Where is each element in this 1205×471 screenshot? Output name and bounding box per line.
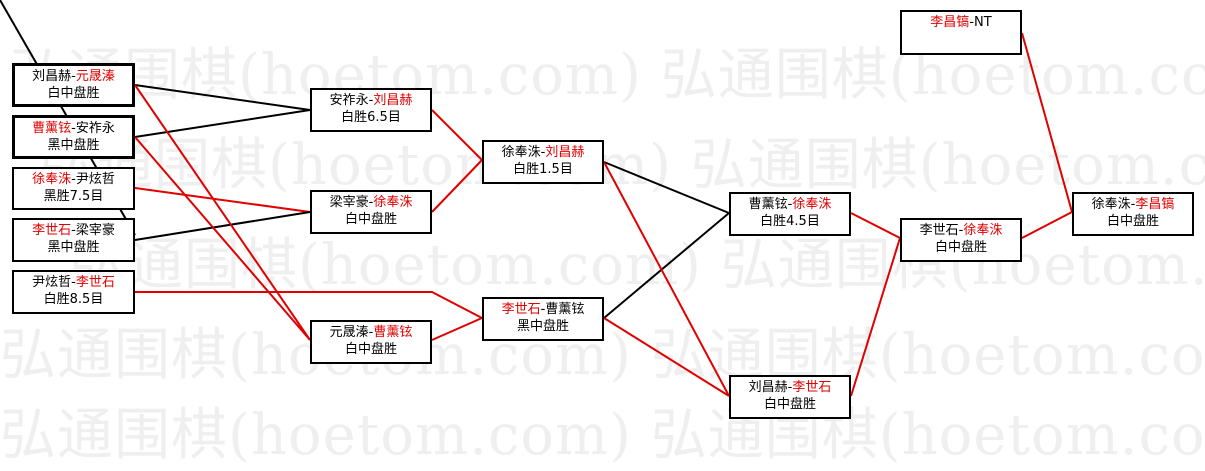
match-box-r1-4: 李世石-梁宰豪 黑中盘胜 xyxy=(12,218,135,262)
match-players-r1-4: 李世石-梁宰豪 xyxy=(32,223,115,238)
match-players-r4-2: 刘昌赫-李世石 xyxy=(748,380,832,395)
connector-r1-2-r2-3 xyxy=(134,136,311,341)
connector-r1-3-r2-2 xyxy=(134,187,311,213)
match-players-r2-2: 梁宰豪-徐奉洙 xyxy=(329,195,413,210)
match-box-r3-1: 徐奉洙-刘昌赫 白胜1.5目 xyxy=(482,140,604,184)
match-box-r4-1: 曹薰铉-徐奉洙 白胜4.5目 xyxy=(729,192,851,236)
match-result-r1-1: 白中盘胜 xyxy=(47,86,100,101)
connector-r2-2-r3-1 xyxy=(431,159,483,213)
match-result-r2-1: 白胜6.5目 xyxy=(341,110,401,125)
match-players-r6-1: 李昌镐-NT xyxy=(930,15,992,30)
match-players-r1-3: 徐奉洙-尹炫哲 xyxy=(32,172,115,187)
connector-r5-1-final xyxy=(1021,211,1073,239)
connector-r3-1-r4-1 xyxy=(603,161,730,214)
match-players-r1-1: 刘昌赫-元晟溱 xyxy=(32,69,115,84)
bracket-connectors xyxy=(0,0,1073,397)
match-result-r3-2: 黑中盘胜 xyxy=(516,319,569,334)
match-result-r3-1: 白胜1.5目 xyxy=(513,162,573,177)
match-players-r2-1: 安祚永-刘昌赫 xyxy=(329,93,413,108)
match-result-r5-1: 白中盘胜 xyxy=(934,240,987,255)
connector-r6-1-final xyxy=(1021,32,1073,213)
connector-r4-1-r5-1 xyxy=(850,212,901,239)
match-players-final: 徐奉洙-李昌镐 xyxy=(1091,197,1175,212)
connector-r1-1-r2-1 xyxy=(134,84,311,111)
match-box-r3-2: 李世石-曹薰铉 黑中盘胜 xyxy=(482,297,604,341)
match-box-r2-2: 梁宰豪-徐奉洙 白中盘胜 xyxy=(310,190,432,234)
match-result-r1-3: 黑胜7.5目 xyxy=(43,189,104,204)
connector-r1-2-r2-1 xyxy=(134,109,311,138)
match-players-r3-2: 李世石-曹薰铉 xyxy=(501,302,585,317)
connector-r3-2-r4-2 xyxy=(603,317,730,397)
connector-r3-2-r4-1 xyxy=(603,212,730,319)
connector-r1-1-r2-3 xyxy=(134,84,311,341)
match-box-r2-3: 元晟溱-曹薰铉 白中盘胜 xyxy=(310,320,432,364)
connector-r2-3-r3-2 xyxy=(431,317,483,341)
match-players-r3-1: 徐奉洙-刘昌赫 xyxy=(501,145,585,160)
match-box-r4-2: 刘昌赫-李世石 白中盘胜 xyxy=(729,375,851,419)
match-result-r4-2: 白中盘胜 xyxy=(763,397,816,412)
match-result-r1-5: 白胜8.5目 xyxy=(43,292,104,307)
match-result-r1-4: 黑中盘胜 xyxy=(47,240,100,255)
connector-r2-1-r3-1 xyxy=(431,109,483,161)
connector-r1-4-r2-2 xyxy=(134,211,311,241)
match-box-r1-5: 尹炫哲-李世石 白胜8.5目 xyxy=(12,270,135,314)
match-box-r5-1: 李世石-徐奉洙 白中盘胜 xyxy=(900,218,1022,262)
match-players-r1-5: 尹炫哲-李世石 xyxy=(32,275,115,290)
match-players-r2-3: 元晟溱-曹薰铉 xyxy=(329,325,413,340)
match-box-r1-2: 曹薰铉-安祚永 黑中盘胜 xyxy=(12,115,135,159)
match-players-r5-1: 李世石-徐奉洙 xyxy=(919,223,1003,238)
match-box-r6-1: 李昌镐-NT xyxy=(900,10,1022,55)
match-players-r1-2: 曹薰铉-安祚永 xyxy=(32,121,115,136)
match-result-r2-2: 白中盘胜 xyxy=(344,212,397,227)
match-result-r2-3: 白中盘胜 xyxy=(344,342,397,357)
connector-r3-1-r4-2 xyxy=(603,161,730,397)
match-result-final: 白中盘胜 xyxy=(1106,214,1159,229)
match-players-r4-1: 曹薰铉-徐奉洙 xyxy=(748,197,832,212)
match-box-r2-1: 安祚永-刘昌赫 白胜6.5目 xyxy=(310,88,432,132)
connector-r1-5-r3-2 xyxy=(135,291,483,319)
match-result-r1-2: 黑中盘胜 xyxy=(47,138,100,153)
match-box-r1-3: 徐奉洙-尹炫哲 黑胜7.5目 xyxy=(12,167,135,210)
connector-r4-2-r5-1 xyxy=(850,237,901,397)
match-box-r1-1: 刘昌赫-元晟溱 白中盘胜 xyxy=(12,63,135,107)
match-box-final: 徐奉洙-李昌镐 白中盘胜 xyxy=(1072,192,1194,236)
match-result-r4-1: 白胜4.5目 xyxy=(760,214,820,229)
